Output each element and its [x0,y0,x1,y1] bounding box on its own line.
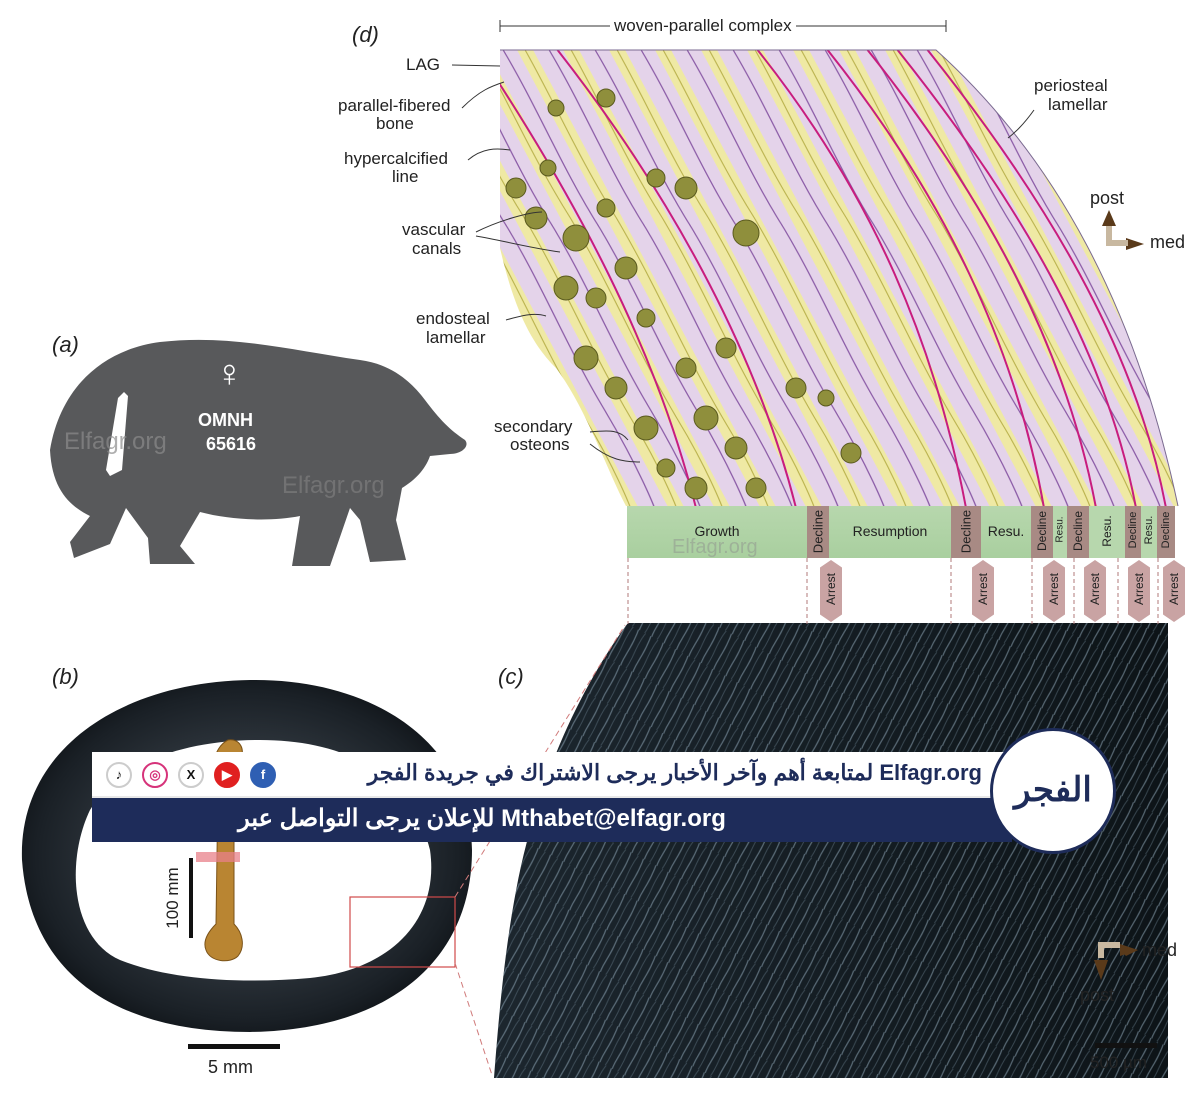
label-endosteal-1: endosteal [416,309,490,328]
label-periosteal-1: periosteal [1034,76,1108,95]
arrest-marker: Arrest [972,560,994,622]
label-parallel-fibered-1: parallel-fibered [338,96,451,115]
advertise-text[interactable]: للإعلان يرجى التواصل عبر Mthabet@elfagr.… [238,805,726,832]
tiktok-icon[interactable]: ♪ [106,762,132,788]
scale-bar-500um [1095,1043,1157,1048]
arrest-marker: Arrest [820,560,842,622]
orientation-icon [1094,942,1138,980]
panel-a-label: (a) [52,332,79,357]
instagram-icon[interactable]: ◎ [142,762,168,788]
stage-resu: Resu. [981,506,1031,558]
facebook-icon[interactable]: f [250,762,276,788]
subscribe-text[interactable]: لمتابعة أهم وآخر الأخبار يرجى الاشتراك ف… [367,760,982,785]
stage-decline: Decline [807,506,829,558]
label-secondary-2: osteons [510,435,570,454]
stage-bar: Growth Decline Resumption Decline Resu. … [627,506,1175,558]
complex-label: woven-parallel complex [610,16,796,36]
label-hypercalcified-2: line [392,167,419,186]
panel-b-label: (b) [52,664,79,689]
stage-growth: Growth [627,506,807,558]
stage-resu: Resu. [1089,506,1125,558]
stage-decline: Decline [1031,506,1053,558]
leader-lines [451,64,1035,463]
logo-text: الفجر [1014,771,1092,809]
scale-label-5mm: 5 mm [208,1057,253,1077]
specimen-line1: OMNH [198,410,253,430]
bear-silhouette [50,339,467,566]
orientation-icon [1102,210,1144,250]
stage-decline: Decline [1157,506,1175,558]
stage-decline: Decline [1067,506,1089,558]
arrest-marker: Arrest [1084,560,1106,622]
arrest-marker: Arrest [1043,560,1065,622]
arrest-marker: Arrest [1163,560,1185,622]
advertise-banner[interactable]: للإعلان يرجى التواصل عبر Mthabet@elfagr.… [92,798,1012,842]
stage-decline: Decline [1125,506,1141,558]
label-lag: LAG [406,55,441,74]
zoom-connector-lines [454,624,626,1076]
youtube-icon[interactable]: ▶ [214,762,240,788]
label-endosteal-2: lamellar [426,328,486,347]
panel-c-label: (c) [498,664,524,689]
label-vascular-1: vascular [402,220,466,239]
label-vascular-2: canals [412,239,462,258]
watermark: Elfagr.org [282,472,385,499]
stage-resu: Resu. [1141,506,1157,558]
histology-illustration [500,49,1179,507]
subscribe-banner[interactable]: لمتابعة أهم وآخر الأخبار يرجى الاشتراك ف… [92,752,1012,798]
watermark: Elfagr.org [672,536,758,558]
panel-d-label: (d) [352,22,379,47]
micrograph [494,623,1168,1078]
stage-resumption: Resumption [829,506,951,558]
orient-med-c: med [1142,940,1178,960]
x-icon[interactable]: X [178,762,204,788]
scale-label-100mm: 100 mm [163,867,182,929]
specimen-line2: 65616 [206,434,257,454]
label-secondary-1: secondary [494,417,573,436]
orient-med-d: med [1150,232,1186,252]
stage-decline: Decline [951,506,981,558]
stage-growth-label: Growth [694,523,740,539]
scale-label-500um: 500 µm [1090,1053,1148,1072]
scale-bar-vertical [189,858,193,938]
orient-post-d: post [1090,188,1125,208]
label-periosteal-2: lamellar [1048,95,1108,114]
orient-post-c: post [1080,985,1115,1005]
watermark: Elfagr.org [64,428,167,455]
label-hypercalcified-1: hypercalcified [344,149,448,168]
stage-resu: Resu. [1053,506,1067,558]
female-symbol: ♀ [215,353,244,395]
site-logo[interactable]: الفجر [990,728,1116,854]
arrest-marker: Arrest [1128,560,1150,622]
scale-bar-horizontal [188,1044,280,1049]
stage-divider-lines [627,558,1159,624]
label-parallel-fibered-2: bone [376,114,414,133]
